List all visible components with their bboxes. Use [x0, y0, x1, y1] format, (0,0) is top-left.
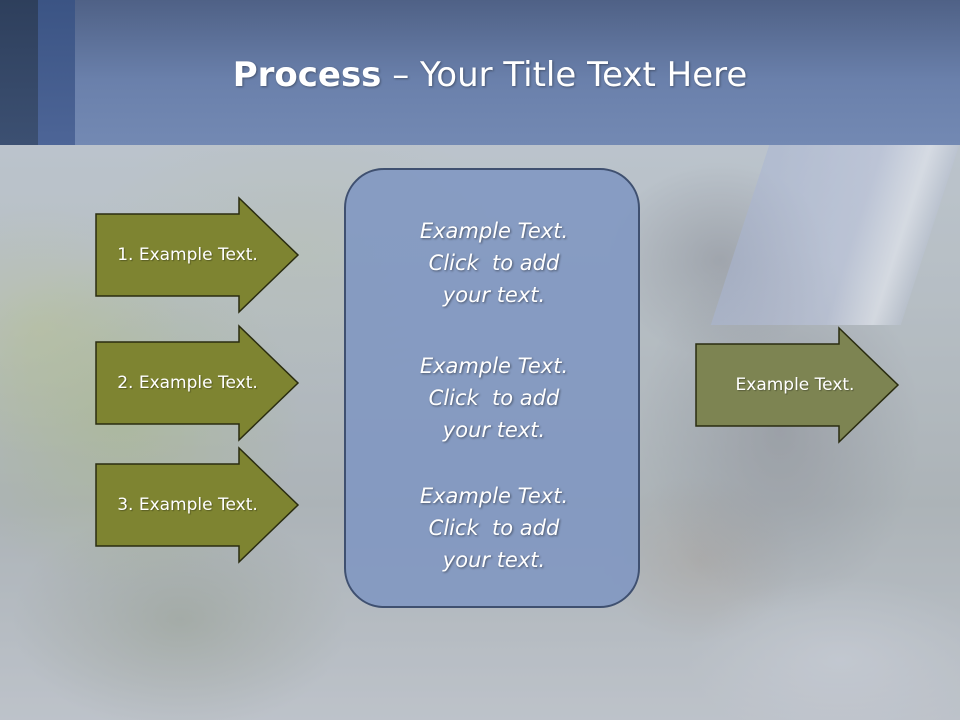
text-line: Click to add — [428, 251, 560, 275]
text-line: your text. — [442, 418, 546, 442]
arrow-output[interactable]: Example Text. — [695, 326, 900, 444]
arrow-shape — [95, 446, 300, 564]
text-line: Example Text. — [419, 354, 569, 378]
arrow-label: 1. Example Text. — [117, 245, 258, 265]
arrow-shape — [95, 196, 300, 314]
center-text-box[interactable]: Example Text. Click to add your text. Ex… — [344, 168, 640, 608]
text-block-3: Example Text. Click to add your text. — [346, 480, 642, 576]
arrow-2[interactable]: 2. Example Text. — [95, 324, 300, 442]
slide-title[interactable]: Process – Your Title Text Here — [80, 50, 900, 100]
text-block-1: Example Text. Click to add your text. — [346, 215, 642, 311]
arrow-1[interactable]: 1. Example Text. — [95, 196, 300, 314]
text-block-2: Example Text. Click to add your text. — [346, 350, 642, 446]
header-accent-dark — [0, 0, 38, 145]
text-line: your text. — [442, 283, 546, 307]
title-bold: Process — [232, 55, 382, 95]
title-rest: – Your Title Text Here — [381, 55, 748, 95]
text-line: Example Text. — [419, 484, 569, 508]
header-accent-mid — [38, 0, 75, 145]
arrow-shape — [695, 326, 900, 444]
arrow-3[interactable]: 3. Example Text. — [95, 446, 300, 564]
arrow-label: 2. Example Text. — [117, 373, 258, 393]
text-line: your text. — [442, 548, 546, 572]
text-line: Click to add — [428, 386, 560, 410]
arrow-label: 3. Example Text. — [117, 495, 258, 515]
arrow-label: Example Text. — [735, 375, 855, 395]
text-line: Click to add — [428, 516, 560, 540]
arrow-shape — [95, 324, 300, 442]
title-bar: Process – Your Title Text Here — [0, 0, 960, 145]
text-line: Example Text. — [419, 219, 569, 243]
